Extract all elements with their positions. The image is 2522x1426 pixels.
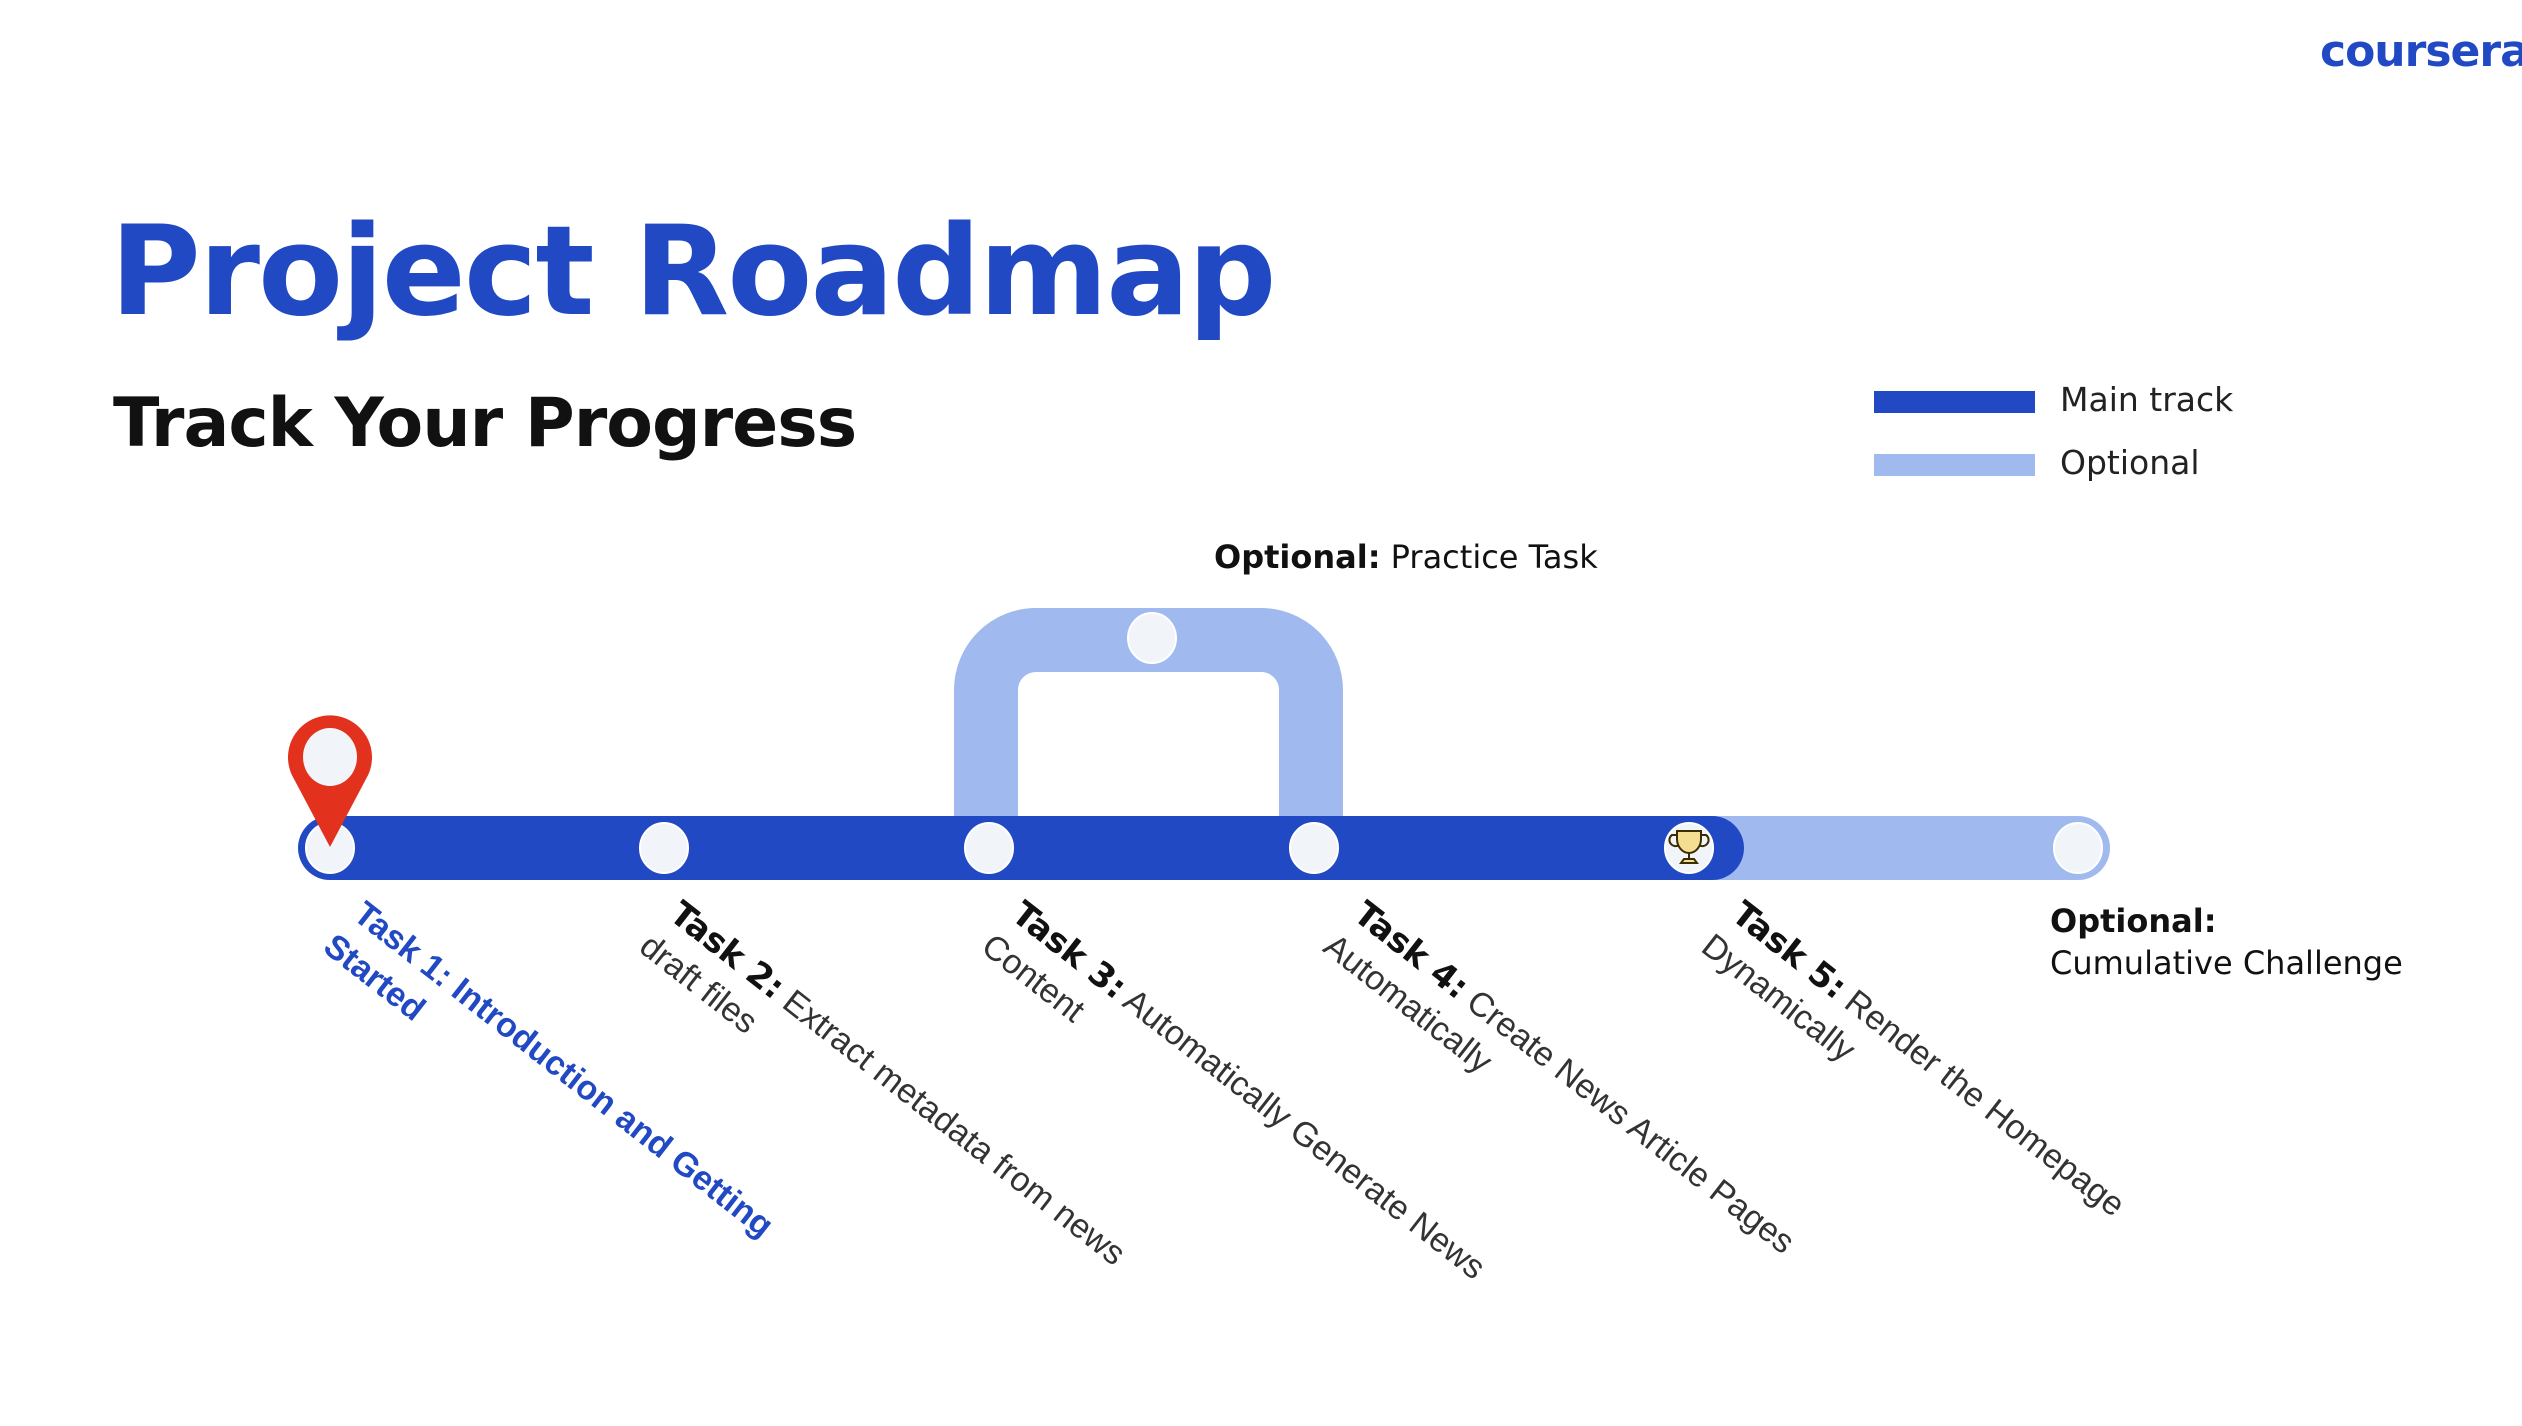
task-4-node	[1289, 822, 1339, 874]
page-title: Project Roadmap	[110, 200, 1277, 344]
practice-node	[1127, 612, 1177, 664]
legend-optional-swatch	[1874, 454, 2035, 476]
trophy-icon	[1668, 830, 1710, 864]
legend-optional-label: Optional	[2060, 443, 2200, 482]
task-2-node	[639, 822, 689, 874]
cumulative-node	[2053, 822, 2103, 874]
page-subtitle: Track Your Progress	[113, 384, 857, 463]
legend-main-swatch	[1874, 391, 2035, 413]
coursera-logo: coursera	[2320, 26, 2522, 77]
legend-main-label: Main track	[2060, 380, 2234, 419]
cumulative-challenge-label: Optional:Cumulative Challenge	[2050, 902, 2403, 982]
practice-task-label: Optional: Practice Task	[1214, 538, 1598, 576]
map-pin-icon	[288, 715, 372, 847]
task-3-node	[964, 822, 1014, 874]
